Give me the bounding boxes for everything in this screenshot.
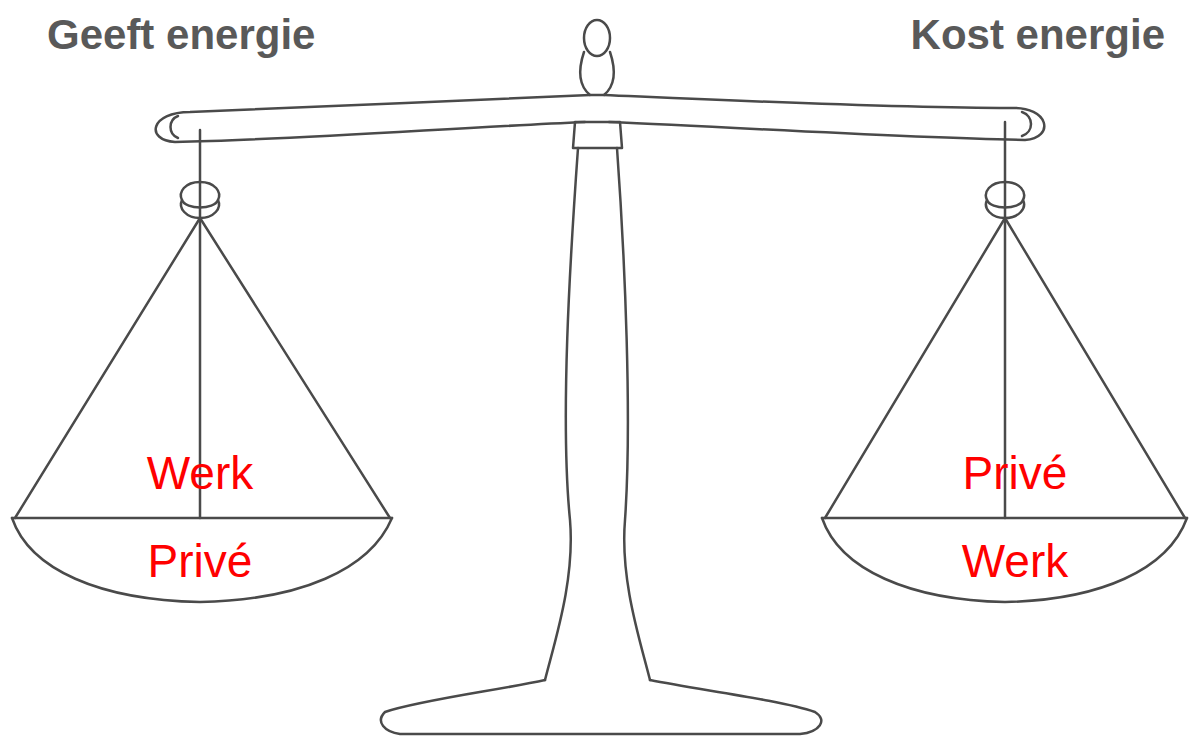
energy-heading: Geeft energie: [47, 14, 315, 56]
pan-label: Privé: [148, 538, 253, 584]
pan-label: Privé: [963, 450, 1068, 496]
energy-heading: Kost energie: [911, 14, 1165, 56]
pan-label: Werk: [147, 450, 254, 496]
pan-label: Werk: [962, 538, 1069, 584]
